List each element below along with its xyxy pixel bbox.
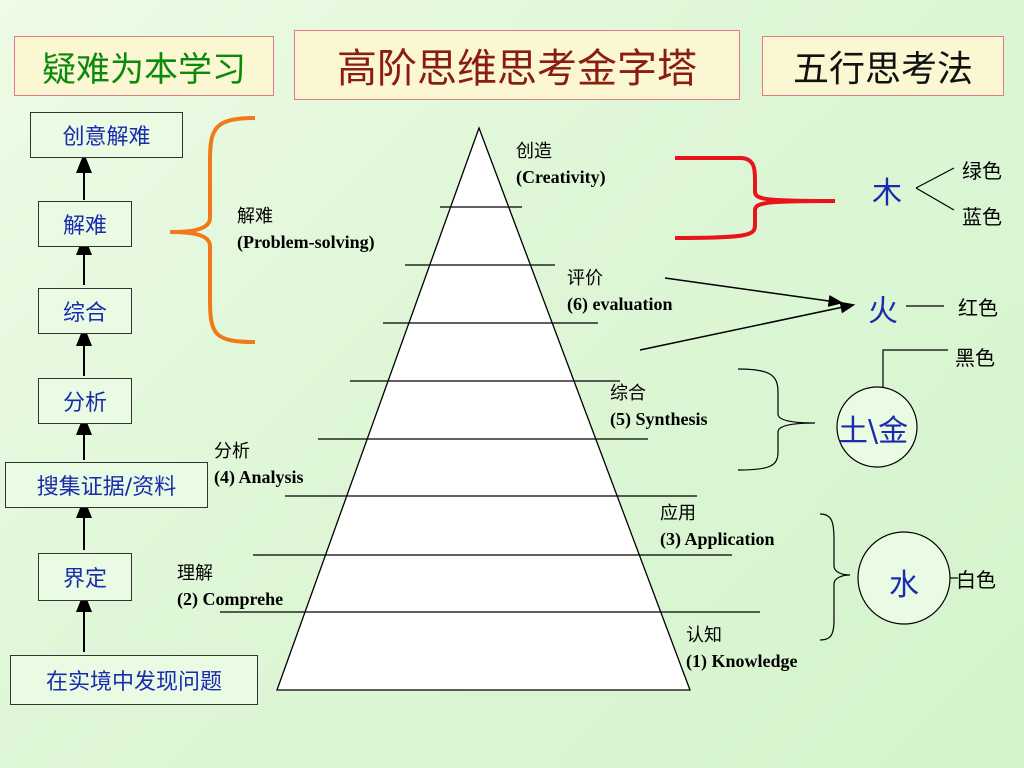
step-collect-evidence: 搜集证据/资料 [5, 462, 208, 508]
element-wood: 木 [872, 176, 902, 211]
pyramid [220, 126, 760, 691]
step-creative-problem-solving: 创意解难 [30, 112, 183, 158]
orange-brace [169, 116, 256, 344]
red-brace [674, 156, 836, 240]
earth-metal-circle [836, 386, 918, 468]
title-problem-based-learning: 疑难为本学习 [14, 36, 274, 96]
step-find-problem: 在实境中发现问题 [10, 655, 258, 705]
label-analysis: 分析 (4) Analysis [214, 441, 304, 487]
label-problem-solving: 解难 (Problem-solving) [237, 206, 375, 252]
color-green: 绿色 [962, 159, 1002, 183]
label-creativity: 创造 (Creativity) [516, 141, 606, 187]
step-problem-solving: 解难 [38, 201, 132, 247]
step-define: 界定 [38, 553, 132, 601]
color-white: 白色 [956, 568, 996, 592]
label-comprehension: 理解 (2) Comprehe [177, 563, 284, 609]
title-thinking-pyramid: 高阶思维思考金字塔 [294, 30, 740, 100]
label-synthesis: 综合 (5) Synthesis [610, 383, 708, 429]
color-red: 红色 [958, 296, 998, 320]
element-earth-metal: 土\金 [838, 414, 909, 449]
element-water: 水 [889, 568, 919, 603]
step-analysis: 分析 [38, 378, 132, 424]
label-application: 应用 (3) Application [660, 503, 775, 549]
label-knowledge: 认知 (1) Knowledge [686, 625, 798, 671]
label-evaluation: 评价 (6) evaluation [567, 268, 673, 314]
title-five-elements: 五行思考法 [762, 36, 1004, 96]
color-blue: 蓝色 [962, 205, 1002, 229]
element-fire: 火 [868, 294, 898, 329]
step-synthesis: 综合 [38, 288, 132, 334]
color-black: 黑色 [955, 346, 995, 370]
